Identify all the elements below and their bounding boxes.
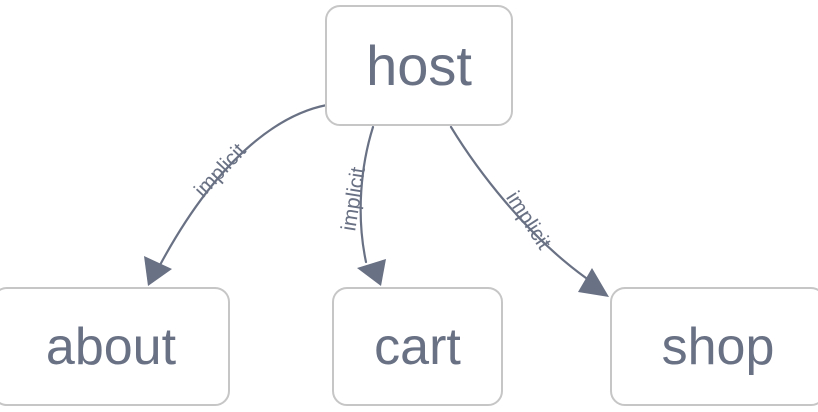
edge-host-shop-arrowhead bbox=[578, 268, 609, 297]
edge-host-cart[interactable]: implicit bbox=[337, 125, 386, 286]
node-shop[interactable]: shop bbox=[610, 287, 818, 406]
edge-host-cart-arrowhead bbox=[357, 259, 386, 286]
node-about-label: about bbox=[45, 317, 177, 376]
node-cart-label: cart bbox=[374, 317, 461, 376]
edge-host-about-path bbox=[158, 103, 329, 267]
node-host-label: host bbox=[366, 33, 472, 97]
edge-host-about[interactable]: implicit bbox=[144, 103, 329, 286]
node-host[interactable]: host bbox=[325, 5, 513, 126]
edge-host-cart-path bbox=[359, 125, 375, 264]
edge-host-shop[interactable]: implicit bbox=[449, 125, 609, 297]
node-cart[interactable]: cart bbox=[332, 287, 503, 406]
edge-host-shop-label: implicit bbox=[501, 187, 555, 253]
edge-host-shop-path bbox=[449, 125, 588, 280]
edge-host-cart-label: implicit bbox=[337, 165, 370, 232]
edge-host-about-arrowhead bbox=[144, 256, 172, 286]
node-shop-label: shop bbox=[661, 317, 775, 376]
edge-host-about-label: implicit bbox=[190, 139, 251, 202]
node-about[interactable]: about bbox=[0, 287, 230, 406]
